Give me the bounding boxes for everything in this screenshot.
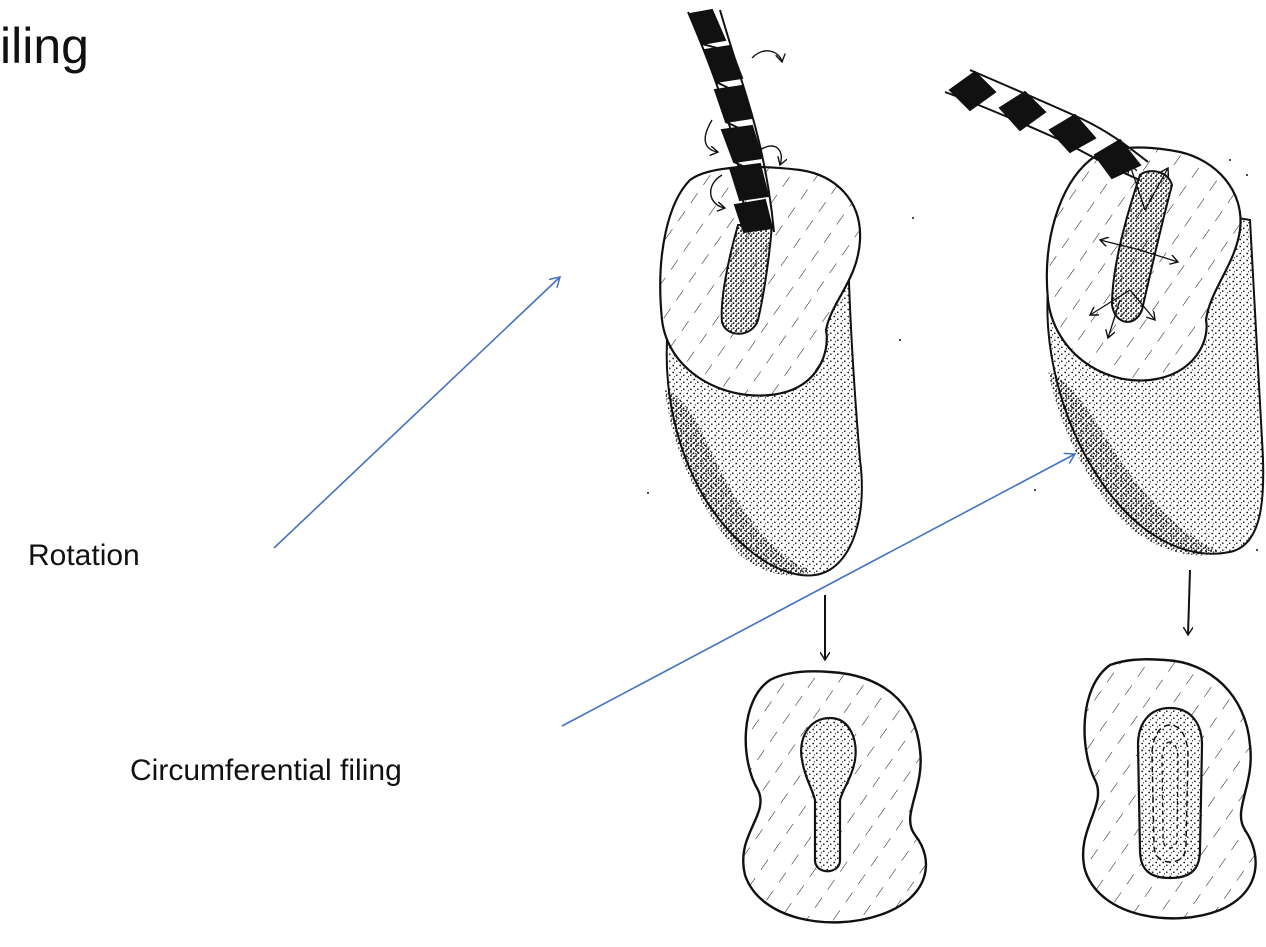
rotation-pointer-arrow bbox=[274, 277, 560, 548]
rotation-tooth bbox=[660, 10, 862, 660]
rotation-hole-section bbox=[743, 671, 926, 922]
circumferential-tooth bbox=[945, 70, 1263, 635]
circumferential-hole-section bbox=[1083, 659, 1256, 918]
